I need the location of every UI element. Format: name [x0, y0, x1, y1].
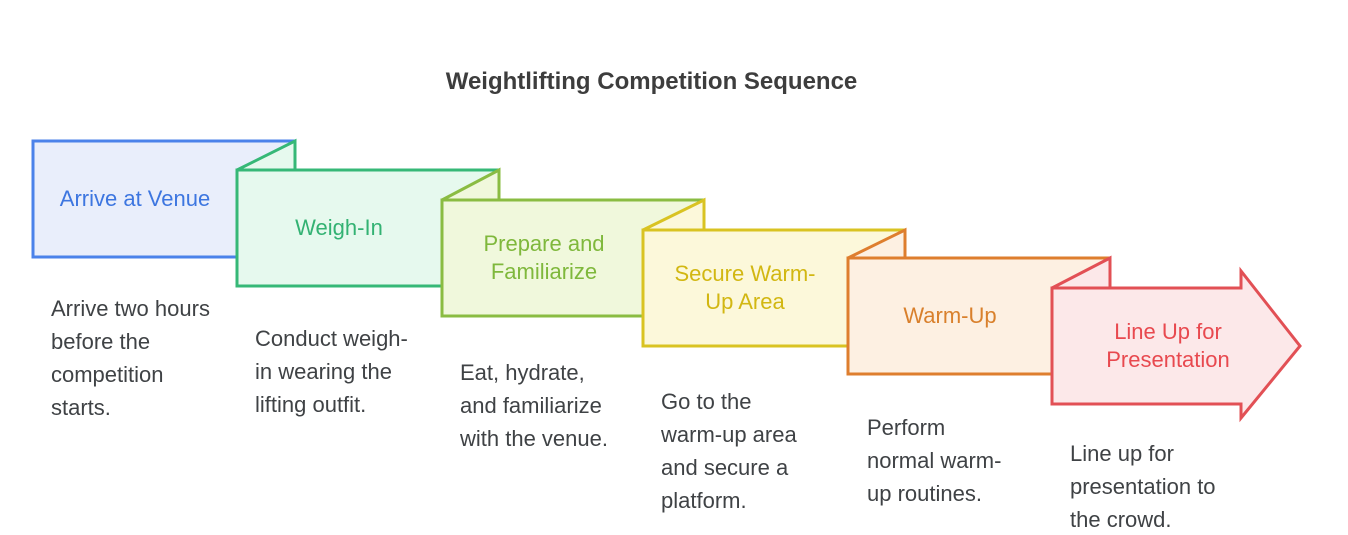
- step-description-weigh-in: Conduct weigh- in wearing the lifting ou…: [255, 326, 408, 417]
- step-title-secure-warm-up-area: Secure Warm- Up Area: [674, 261, 816, 314]
- step-title-warm-up: Warm-Up: [903, 303, 997, 328]
- step-title-weigh-in: Weigh-In: [295, 215, 383, 240]
- step-description-secure-warm-up-area: Go to the warm-up area and secure a plat…: [661, 389, 797, 513]
- step-description-arrive-at-venue: Arrive two hours before the competition …: [51, 296, 210, 420]
- step-description-prepare-and-familiarize: Eat, hydrate, and familiarize with the v…: [460, 360, 608, 451]
- diagram-title: Weightlifting Competition Sequence: [445, 68, 858, 95]
- step-description-line-up-for-presentation: Line up for presentation to the crowd.: [1070, 441, 1216, 532]
- step-title-arrive-at-venue: Arrive at Venue: [59, 186, 211, 211]
- step-arrow-shape-6: [1050, 266, 1302, 423]
- step-title-line-up-for-presentation: Line Up for Presentation: [1106, 319, 1230, 372]
- step-title-prepare-and-familiarize: Prepare and Familiarize: [483, 231, 605, 284]
- step-description-warm-up: Perform normal warm- up routines.: [867, 415, 1002, 506]
